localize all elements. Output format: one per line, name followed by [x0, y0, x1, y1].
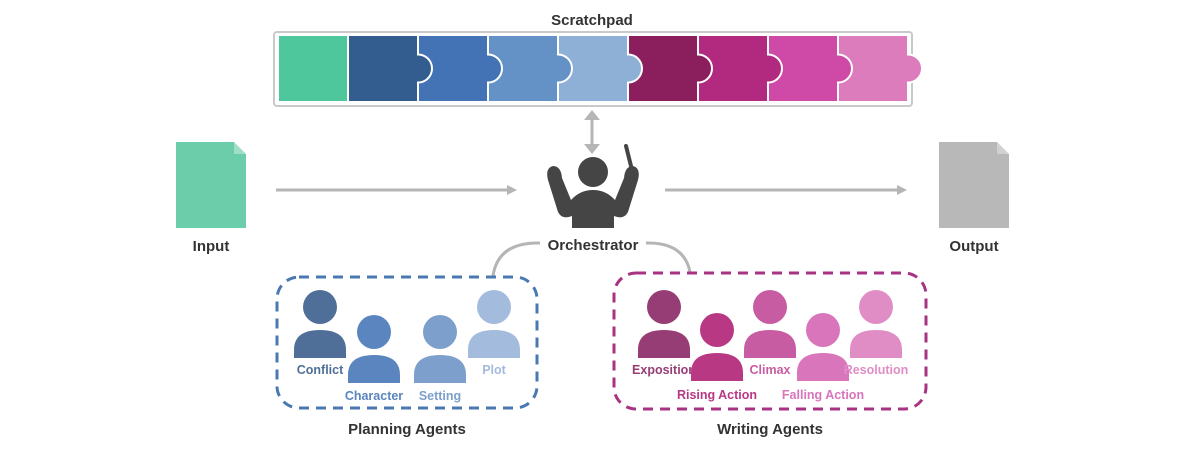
output-label: Output: [949, 238, 998, 255]
input-document-icon: [176, 142, 246, 228]
agent-label: Rising Action: [677, 388, 757, 402]
planning-agents-label: Planning Agents: [348, 421, 466, 438]
agent-person-icon: [468, 290, 520, 358]
output-document-icon: [939, 142, 1009, 228]
agent-label: Climax: [750, 363, 791, 377]
conductor-icon: [547, 157, 639, 228]
input-label: Input: [193, 238, 230, 255]
orchestrator-to-planning-connector: [491, 241, 541, 277]
scratchpad-piece: [277, 34, 349, 103]
output-document: Output: [939, 142, 1009, 255]
agent-person-icon: [348, 315, 400, 383]
agent-label: Conflict: [297, 363, 344, 377]
scratchpad-title: Scratchpad: [551, 12, 633, 29]
agent-person-icon: [744, 290, 796, 358]
baton-icon: [624, 144, 634, 172]
agent-label: Character: [345, 389, 403, 403]
agent-person-icon: [638, 290, 690, 358]
orchestrator-label: Orchestrator: [548, 237, 639, 254]
input-document-fold: [234, 142, 246, 154]
agent-label: Plot: [482, 363, 506, 377]
agent-label: Resolution: [844, 363, 909, 377]
input-document: Input: [176, 142, 246, 255]
agent-person-icon: [797, 313, 849, 381]
puzzle-pieces: [277, 34, 923, 103]
planning-agents-box: [275, 275, 539, 410]
agent-person-icon: [691, 313, 743, 381]
orchestrator: Orchestrator: [547, 144, 639, 254]
agent-person-icon: [294, 290, 346, 358]
agent-person-icon: [414, 315, 466, 383]
scratchpad-orchestrator-link: [584, 110, 600, 154]
writing-agents-label: Writing Agents: [717, 421, 823, 438]
agent-label: Falling Action: [782, 388, 864, 402]
scratchpad: Scratchpad: [273, 12, 923, 107]
agent-label: Exposition: [632, 363, 696, 377]
agent-label: Setting: [419, 389, 461, 403]
writing-agents-box: [612, 271, 928, 411]
output-document-fold: [997, 142, 1009, 154]
agent-person-icon: [850, 290, 902, 358]
orchestrator-to-writing-connector: [645, 241, 692, 273]
